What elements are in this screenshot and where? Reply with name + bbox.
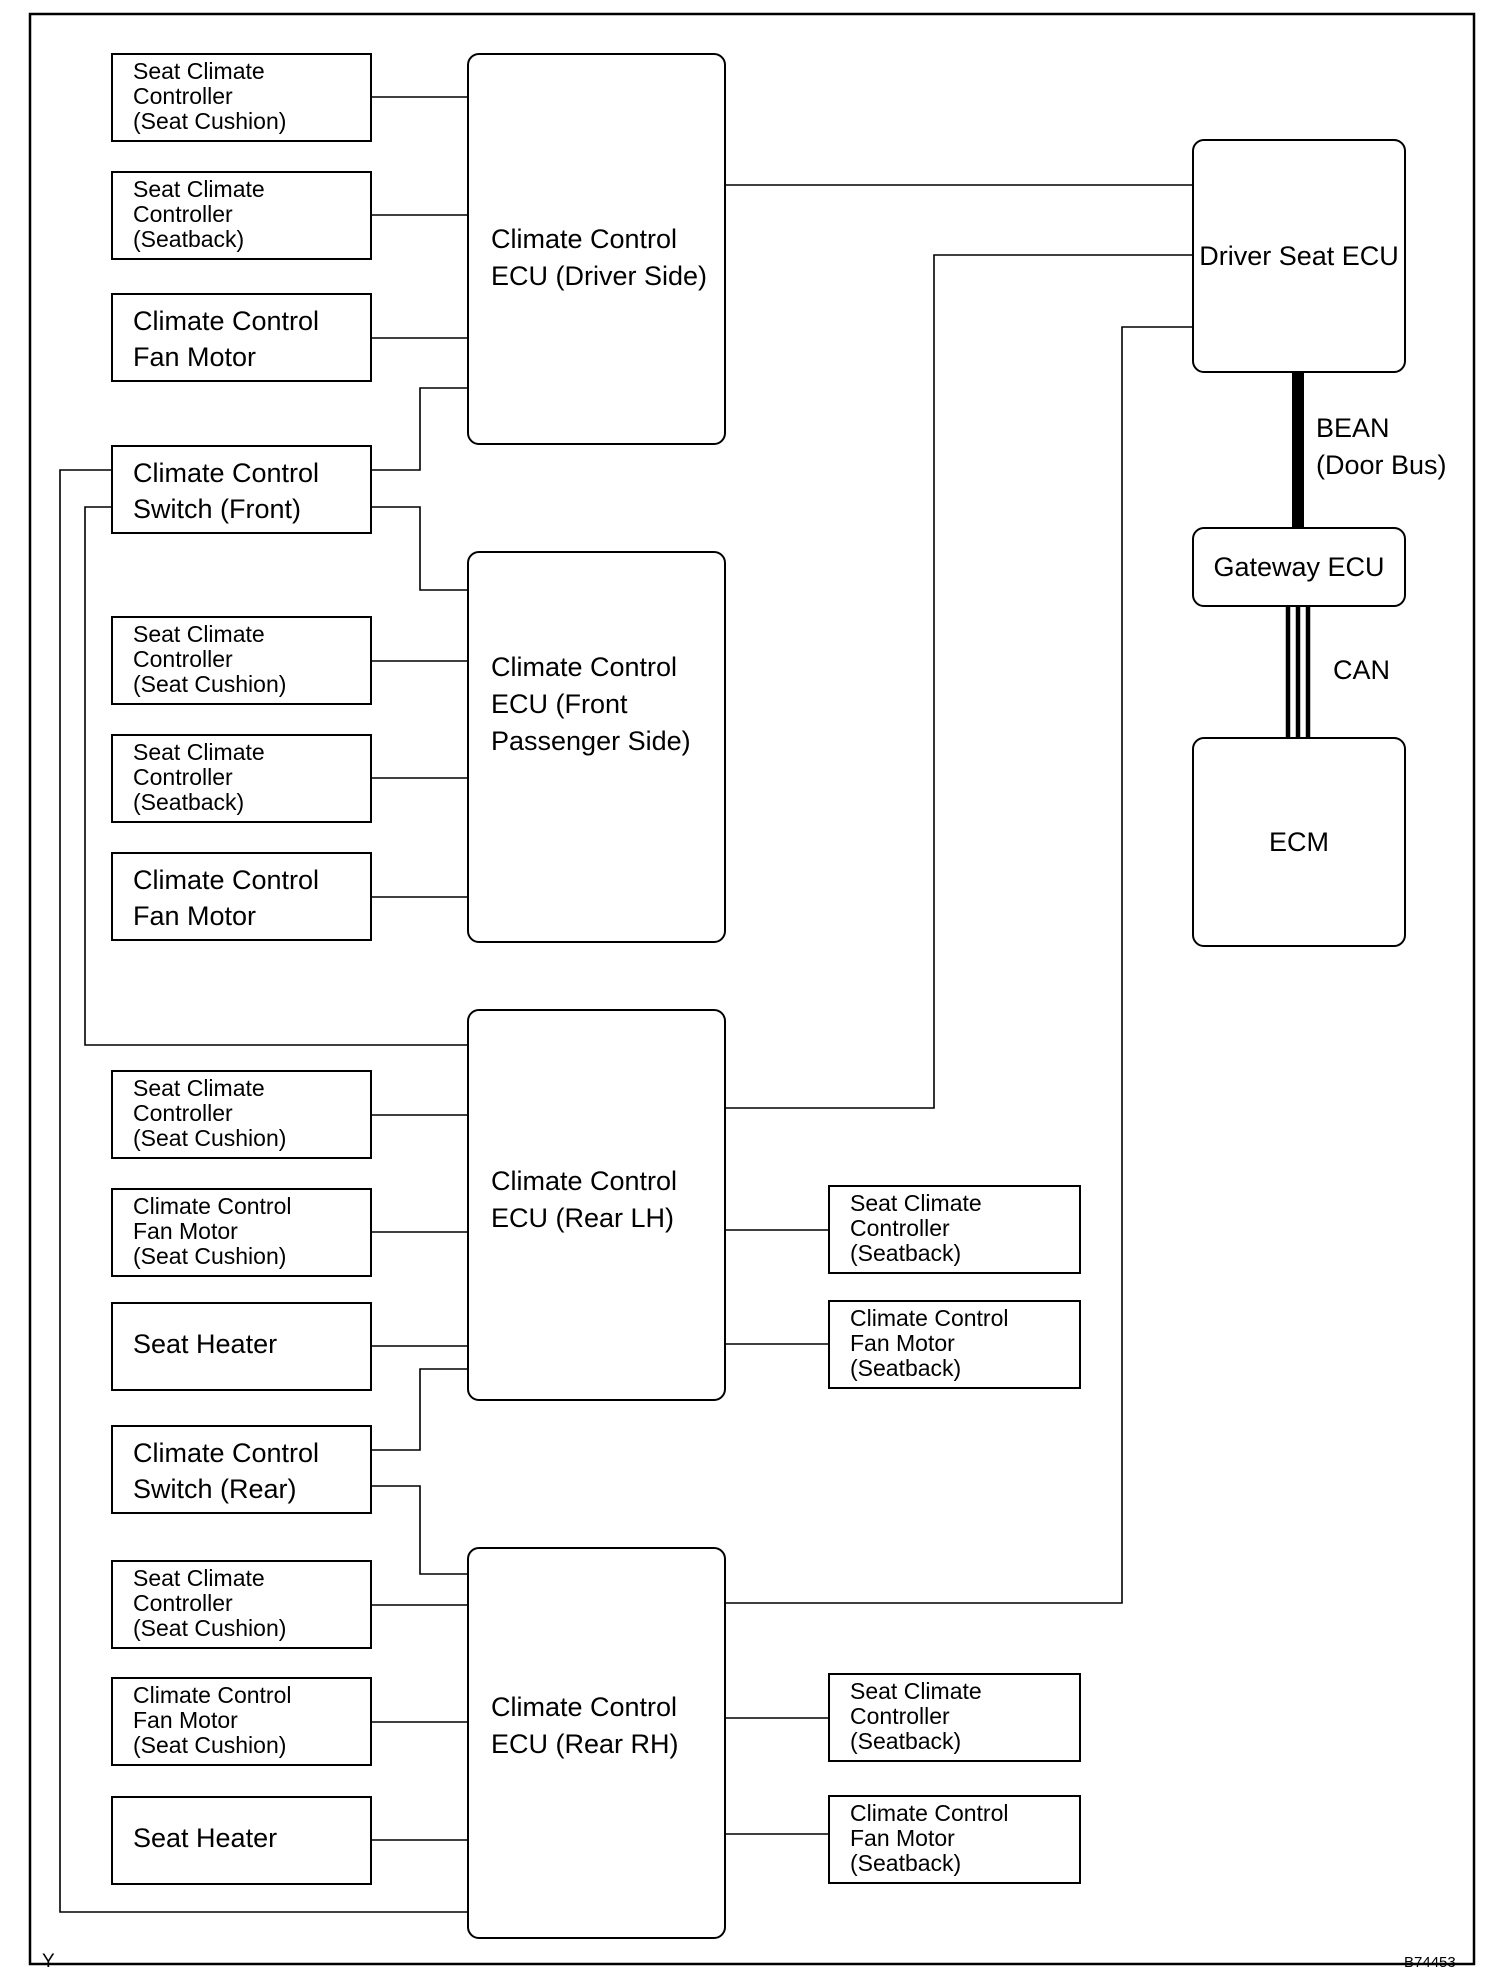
passenger-fan-motor-box: Climate Control Fan Motor	[111, 852, 372, 941]
rear-lh-fan-motor-cushion-box: Climate Control Fan Motor (Seat Cushion)	[111, 1188, 372, 1277]
frame-corner-mark: Y	[42, 1951, 55, 1972]
gateway-ecu-box: Gateway ECU	[1192, 527, 1406, 607]
wire-rear-lh-to-seat-ecu	[726, 254, 1192, 1109]
bean-bus-label: BEAN (Door Bus)	[1316, 413, 1447, 480]
wire-switch-front-to-driver	[372, 387, 467, 471]
rear-rh-seatback-controller-label: Seat Climate Controller (Seatback)	[850, 1678, 982, 1754]
driver-fan-motor-box: Climate Control Fan Motor	[111, 293, 372, 382]
rear-rh-fan-motor-cushion-box: Climate Control Fan Motor (Seat Cushion)	[111, 1677, 372, 1766]
wire-switch-rear-to-rear-rh	[372, 1485, 467, 1575]
passenger-seat-cushion-controller-box: Seat Climate Controller (Seat Cushion)	[111, 616, 372, 705]
gateway-ecu-label: Gateway ECU	[1213, 551, 1385, 582]
rear-lh-seat-heater-box: Seat Heater	[111, 1302, 372, 1391]
passenger-fan-motor-label: Climate Control Fan Motor	[133, 865, 320, 931]
outer-frame	[28, 12, 1476, 1966]
driver-seat-ecu-label: Driver Seat ECU	[1199, 240, 1399, 271]
climate-control-switch-front-box: Climate Control Switch (Front)	[111, 445, 372, 534]
can-bus-label: CAN	[1333, 655, 1391, 685]
figure-code: B74453	[1404, 1954, 1456, 1971]
rear-lh-seat-cushion-controller-label: Seat Climate Controller (Seat Cushion)	[133, 1075, 287, 1151]
rear-rh-fan-motor-seatback-box: Climate Control Fan Motor (Seatback)	[828, 1795, 1081, 1884]
wire-rear-rh-to-seat-ecu	[726, 326, 1192, 1604]
driver-fan-motor-label: Climate Control Fan Motor	[133, 306, 320, 372]
rear-lh-fan-motor-seatback-box: Climate Control Fan Motor (Seatback)	[828, 1300, 1081, 1389]
rear-rh-seat-heater-label: Seat Heater	[133, 1823, 278, 1853]
ecm-box: ECM	[1192, 737, 1406, 947]
driver-seatback-controller-box: Seat Climate Controller (Seatback)	[111, 171, 372, 260]
rear-rh-seatback-controller-box: Seat Climate Controller (Seatback)	[828, 1673, 1081, 1762]
ecm-label: ECM	[1269, 826, 1329, 857]
rear-lh-ecu-box: Climate Control ECU (Rear LH)	[467, 1009, 726, 1401]
driver-seat-cushion-controller-box: Seat Climate Controller (Seat Cushion)	[111, 53, 372, 142]
wire-switch-front-to-rear-rh	[59, 469, 467, 1913]
rear-lh-ecu-label: Climate Control ECU (Rear LH)	[491, 1166, 678, 1233]
climate-control-switch-rear-box: Climate Control Switch (Rear)	[111, 1425, 372, 1514]
wire-switch-front-to-passenger	[372, 506, 467, 591]
driver-side-ecu-label: Climate Control ECU (Driver Side)	[491, 224, 708, 291]
wire-switch-rear-to-rear-lh	[372, 1368, 467, 1451]
passenger-seatback-controller-box: Seat Climate Controller (Seatback)	[111, 734, 372, 823]
driver-side-ecu-box: Climate Control ECU (Driver Side)	[467, 53, 726, 445]
rear-lh-seatback-controller-label: Seat Climate Controller (Seatback)	[850, 1190, 982, 1266]
rear-rh-ecu-box: Climate Control ECU (Rear RH)	[467, 1547, 726, 1939]
rear-rh-seat-cushion-controller-box: Seat Climate Controller (Seat Cushion)	[111, 1560, 372, 1649]
rear-lh-seatback-controller-box: Seat Climate Controller (Seatback)	[828, 1185, 1081, 1274]
wire-switch-front-to-rear-lh	[84, 506, 467, 1046]
driver-seat-ecu-box: Driver Seat ECU	[1192, 139, 1406, 373]
front-passenger-ecu-box: Climate Control ECU (Front Passenger Sid…	[467, 551, 726, 943]
driver-seat-cushion-controller-label: Seat Climate Controller (Seat Cushion)	[133, 58, 287, 134]
climate-control-switch-rear-label: Climate Control Switch (Rear)	[133, 1438, 320, 1504]
rear-rh-fan-motor-cushion-label: Climate Control Fan Motor (Seat Cushion)	[133, 1682, 292, 1758]
can-bus-lines	[1285, 607, 1311, 737]
rear-lh-seat-heater-label: Seat Heater	[133, 1329, 278, 1359]
rear-rh-ecu-label: Climate Control ECU (Rear RH)	[491, 1692, 679, 1759]
driver-seatback-controller-label: Seat Climate Controller (Seatback)	[133, 176, 265, 252]
passenger-seatback-controller-label: Seat Climate Controller (Seatback)	[133, 739, 265, 815]
rear-rh-seat-heater-box: Seat Heater	[111, 1796, 372, 1885]
rear-rh-fan-motor-seatback-label: Climate Control Fan Motor (Seatback)	[850, 1800, 1009, 1876]
rear-lh-fan-motor-cushion-label: Climate Control Fan Motor (Seat Cushion)	[133, 1193, 292, 1269]
passenger-seat-cushion-controller-label: Seat Climate Controller (Seat Cushion)	[133, 621, 287, 697]
rear-lh-seat-cushion-controller-box: Seat Climate Controller (Seat Cushion)	[111, 1070, 372, 1159]
rear-rh-seat-cushion-controller-label: Seat Climate Controller (Seat Cushion)	[133, 1565, 287, 1641]
climate-control-switch-front-label: Climate Control Switch (Front)	[133, 458, 320, 524]
rear-lh-fan-motor-seatback-label: Climate Control Fan Motor (Seatback)	[850, 1305, 1009, 1381]
front-passenger-ecu-label: Climate Control ECU (Front Passenger Sid…	[491, 652, 691, 756]
